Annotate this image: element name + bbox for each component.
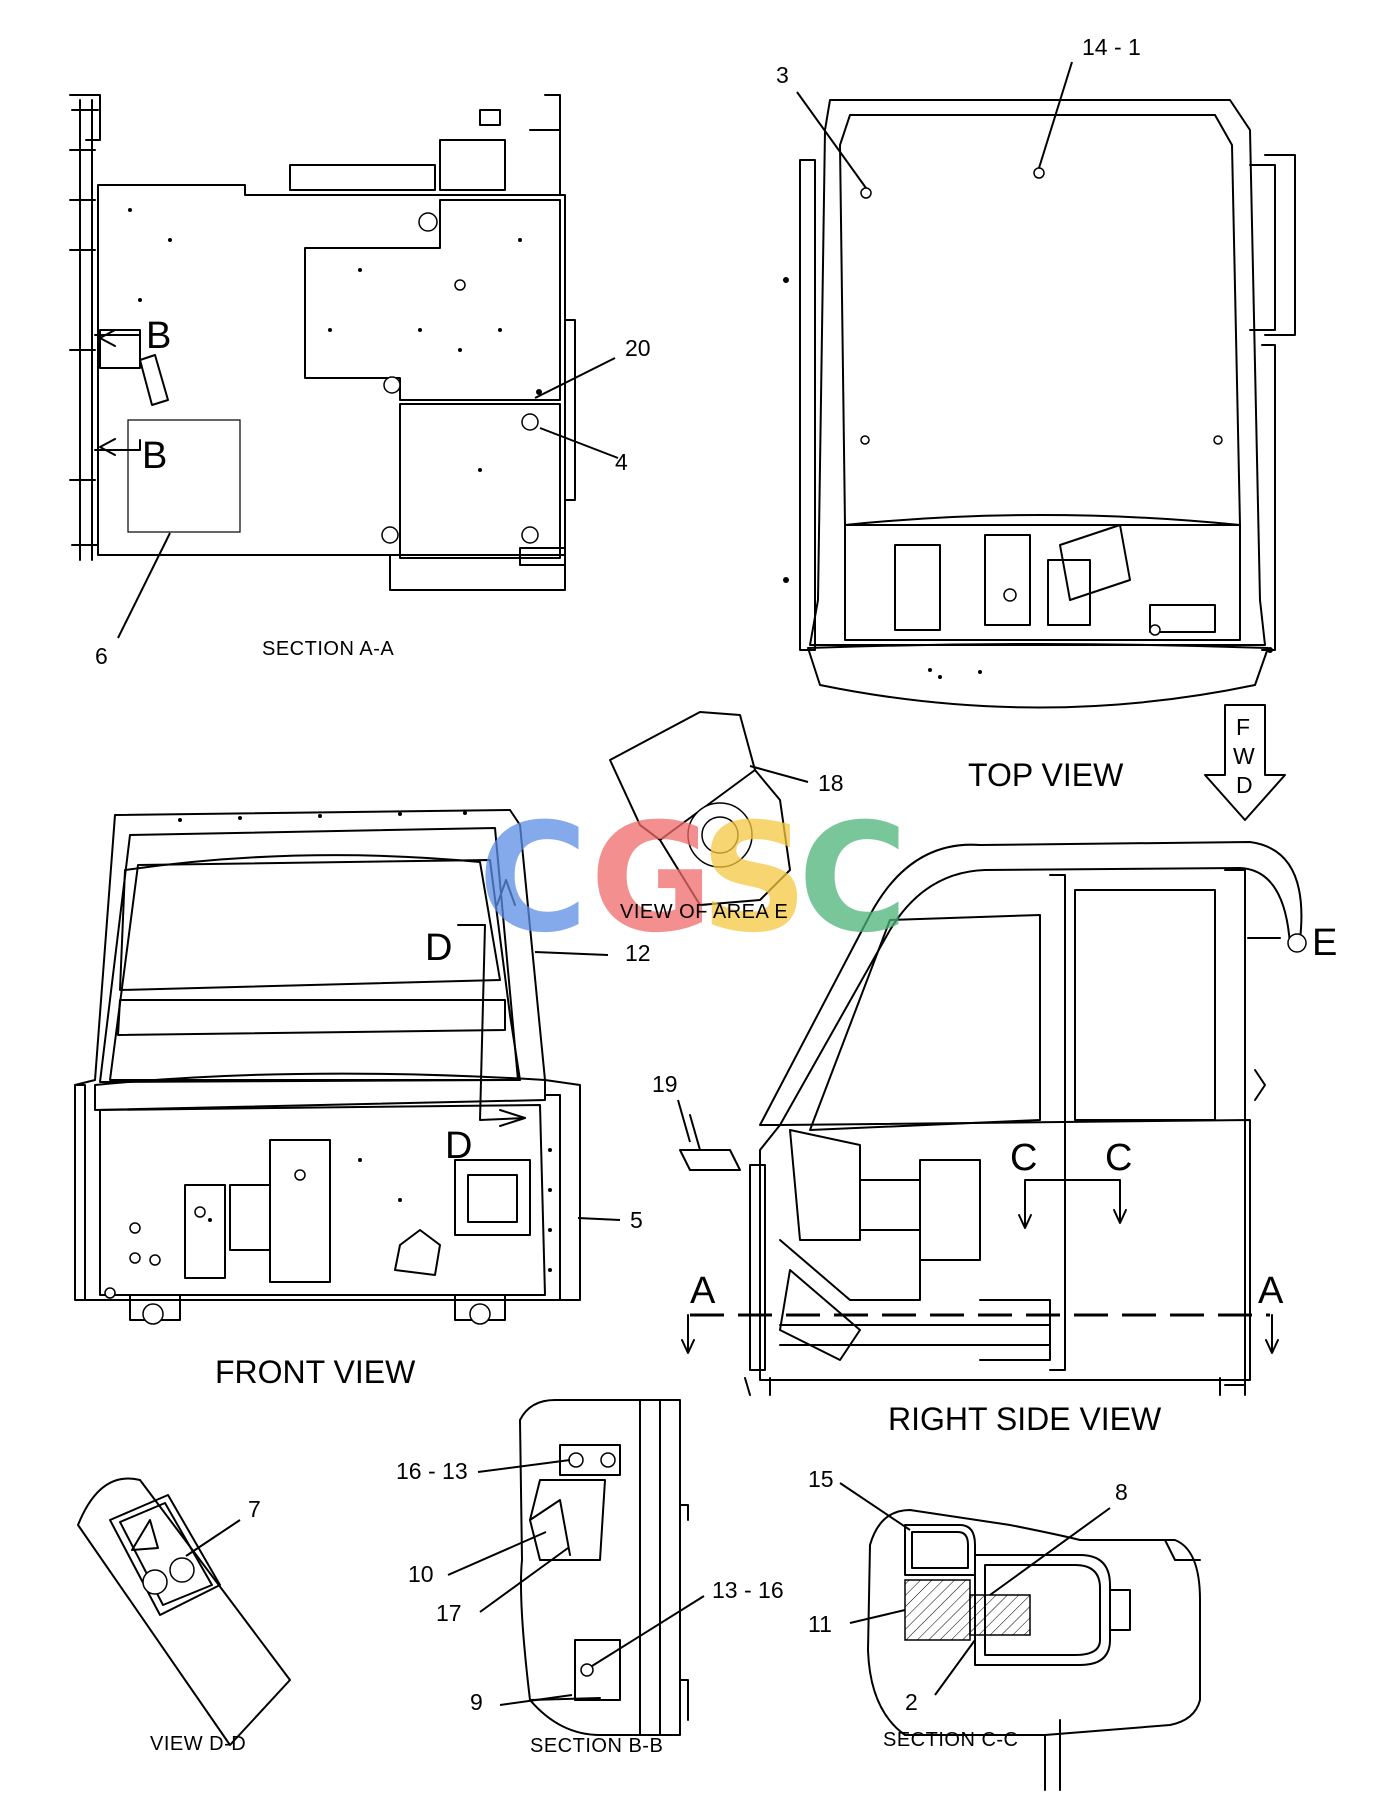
watermark-letter-2: G (590, 792, 713, 966)
callout-15: 15 (808, 1466, 834, 1492)
caption-view-dd: VIEW D-D (150, 1733, 246, 1755)
caption-section-cc: SECTION C-C (883, 1729, 1019, 1751)
callout-7: 7 (248, 1496, 261, 1522)
section-e-marker: E (1312, 922, 1337, 964)
caption-front-view: FRONT VIEW (215, 1354, 416, 1390)
section-cc-view: 15 8 11 2 SECTION C-C (808, 1466, 1201, 1791)
callout-18: 18 (818, 770, 844, 796)
callout-14-1: 14 - 1 (1082, 34, 1141, 60)
front-view: D D 12 5 FRONT VIEW (74, 809, 651, 1390)
top-view: 3 14 - 1 TOP VIEW F W D (776, 34, 1296, 821)
section-d-bottom-marker: D (445, 1125, 472, 1167)
callout-9: 9 (470, 1689, 483, 1715)
caption-view-of-area-e: VIEW OF AREA E (620, 901, 788, 923)
fwd-letter-d: D (1236, 772, 1253, 798)
section-b-top-marker: B (146, 315, 171, 357)
callout-17: 17 (436, 1600, 462, 1626)
callout-5: 5 (630, 1207, 643, 1233)
callout-4: 4 (615, 449, 628, 475)
watermark-logo: C G S C (478, 792, 908, 966)
callout-2: 2 (905, 1689, 918, 1715)
view-dd: 7 VIEW D-D (77, 1477, 291, 1755)
caption-section-aa: SECTION A-A (262, 638, 394, 660)
section-d-top-marker: D (425, 927, 452, 969)
watermark-letter-4: C (798, 792, 908, 966)
callout-13-16: 13 - 16 (712, 1577, 784, 1603)
section-bb-view: 16 - 13 10 17 13 - 16 9 SECTION B-B (396, 1399, 784, 1757)
callout-10: 10 (408, 1561, 434, 1587)
watermark-letter-3: S (700, 792, 808, 966)
callout-12: 12 (625, 940, 651, 966)
forward-arrow-icon (1204, 704, 1286, 821)
section-aa-view: B B 20 4 6 SECTION A-A (69, 94, 651, 669)
section-c-right-marker: C (1105, 1137, 1132, 1179)
caption-right-side-view: RIGHT SIDE VIEW (888, 1401, 1162, 1437)
callout-6: 6 (95, 643, 108, 669)
callout-20: 20 (625, 335, 651, 361)
fwd-letter-f: F (1236, 714, 1250, 740)
caption-section-bb: SECTION B-B (530, 1735, 663, 1757)
callout-3: 3 (776, 62, 789, 88)
section-c-left-marker: C (1010, 1137, 1037, 1179)
view-of-area-e: 18 (609, 711, 844, 906)
right-side-view: E C C A A 19 RIGHT SIDE VIEW (652, 841, 1337, 1437)
fwd-letter-w: W (1233, 743, 1255, 769)
section-a-left-marker: A (690, 1270, 716, 1312)
callout-8: 8 (1115, 1479, 1128, 1505)
callout-19: 19 (652, 1071, 678, 1097)
section-b-bottom-marker: B (142, 435, 167, 477)
section-a-right-marker: A (1258, 1270, 1284, 1312)
callout-16-13: 16 - 13 (396, 1458, 468, 1484)
callout-11: 11 (808, 1611, 832, 1637)
caption-top-view: TOP VIEW (968, 757, 1124, 793)
watermark-letter-1: C (478, 792, 588, 966)
